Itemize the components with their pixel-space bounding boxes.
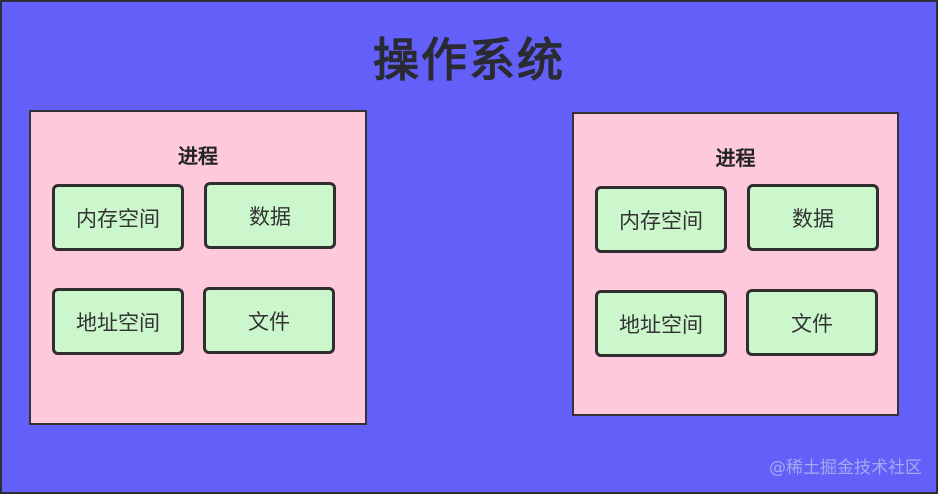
process-item-address-space: 地址空间 [595, 290, 727, 357]
process-item-address-space: 地址空间 [52, 288, 184, 355]
process-box-left: 进程 内存空间 数据 地址空间 文件 [29, 110, 367, 425]
process-item-data: 数据 [747, 184, 879, 251]
process-item-memory-space: 内存空间 [52, 184, 184, 251]
process-item-memory-space: 内存空间 [595, 186, 727, 253]
process-item-data: 数据 [204, 182, 336, 249]
process-title: 进程 [178, 144, 218, 168]
diagram-title: 操作系统 [373, 33, 565, 87]
process-box-right: 进程 内存空间 数据 地址空间 文件 [572, 112, 899, 416]
watermark: @稀土掘金技术社区 [769, 458, 922, 478]
process-item-file: 文件 [746, 289, 878, 356]
process-item-file: 文件 [203, 287, 335, 354]
process-title: 进程 [715, 146, 756, 170]
